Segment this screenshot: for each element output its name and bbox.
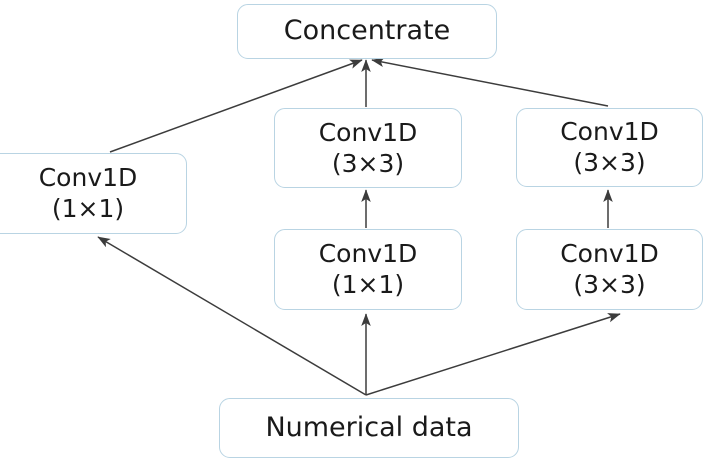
node-conv1d-right-lower-3x3-label: Conv1D: [560, 239, 659, 268]
node-conv1d-middle-upper-3x3[interactable]: Conv1D (3×3): [274, 108, 462, 188]
node-conv1d-right-lower-3x3[interactable]: Conv1D (3×3): [516, 229, 703, 310]
edge-left-to-concentrate: [109, 59, 363, 153]
edge-rightupper-to-concentrate: [371, 57, 609, 107]
edge-data-to-left: [97, 236, 367, 396]
node-conv1d-middle-lower-1x1[interactable]: Conv1D (1×1): [274, 229, 462, 310]
node-conv1d-middle-upper-3x3-kernel: (3×3): [331, 148, 405, 178]
node-conv1d-right-upper-3x3[interactable]: Conv1D (3×3): [516, 108, 703, 187]
node-numerical-data[interactable]: Numerical data: [219, 398, 519, 458]
node-concentrate-label: Concentrate: [283, 15, 451, 47]
node-conv1d-right-upper-3x3-kernel: (3×3): [573, 148, 646, 177]
node-conv1d-middle-upper-3x3-label: Conv1D: [318, 117, 418, 147]
node-conv1d-right-lower-3x3-kernel: (3×3): [573, 270, 646, 299]
node-conv1d-middle-lower-1x1-label: Conv1D: [318, 239, 418, 268]
node-concentrate[interactable]: Concentrate: [237, 4, 497, 59]
node-conv1d-left-1x1-label: Conv1D: [38, 163, 138, 192]
node-conv1d-left-1x1-kernel: (1×1): [51, 194, 125, 223]
edge-data-to-rightlower: [365, 313, 621, 396]
node-conv1d-left-1x1[interactable]: Conv1D (1×1): [0, 153, 187, 234]
node-conv1d-right-upper-3x3-label: Conv1D: [560, 117, 659, 146]
node-conv1d-middle-lower-1x1-kernel: (1×1): [331, 270, 405, 299]
node-numerical-data-label: Numerical data: [265, 411, 473, 443]
